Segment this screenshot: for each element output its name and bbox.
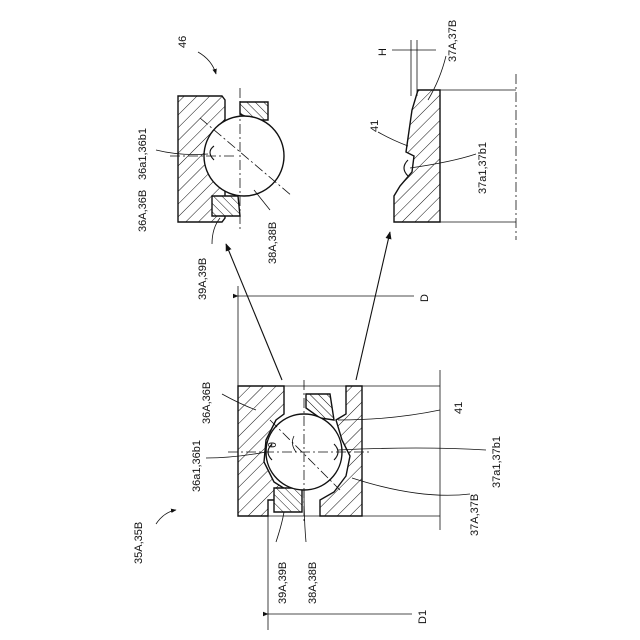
contact-mark-top-right <box>404 160 408 176</box>
leader-38a-top <box>254 190 270 210</box>
inner-ring-section-top <box>394 90 440 222</box>
label-36a-36b-top: 36A,36B <box>137 190 149 232</box>
detail-inner-ring-group <box>392 40 516 240</box>
label-37a1-37b1-top: 37a1,37b1 <box>477 142 489 194</box>
label-41-bottom: 41 <box>453 402 465 414</box>
label-fig-46: 46 <box>177 36 189 48</box>
cage-lower-top-detail <box>212 196 240 216</box>
label-41-top: 41 <box>369 120 381 132</box>
label-37a-37b-bottom: 37A,37B <box>469 494 481 536</box>
leader-41-top <box>378 132 408 146</box>
cage-lower-bottom-assembly <box>274 488 302 512</box>
label-d1: D1 <box>417 610 429 624</box>
label-36a1-36b1-bottom: 36a1,36b1 <box>191 440 203 492</box>
label-38a-38b-top: 38A,38B <box>267 222 279 264</box>
leader-37a-bottom <box>352 478 470 495</box>
label-39a-39b-bottom: 39A,39B <box>277 562 289 604</box>
label-35a-35b: 35A,35B <box>133 522 145 564</box>
leader-35a <box>156 510 176 524</box>
label-h: H <box>377 48 389 56</box>
label-37a-37b-top: 37A,37B <box>447 20 459 62</box>
label-38a-38b-bottom: 38A,38B <box>307 562 319 604</box>
detail-46-group <box>170 88 292 232</box>
label-d: D <box>419 294 431 302</box>
lower-assembly-group <box>228 370 440 530</box>
label-theta: θ <box>267 442 279 448</box>
label-37a1-37b1-bottom: 37a1,37b1 <box>491 436 503 488</box>
label-39a-39b-top: 39A,39B <box>197 258 209 300</box>
label-36a1-36b1-top: 36a1,36b1 <box>137 128 149 180</box>
label-36a-36b-bottom: 36A,36B <box>201 382 213 424</box>
detail-arrow-right <box>356 232 390 380</box>
leader-46 <box>198 52 216 74</box>
leader-39a-bottom <box>276 512 284 542</box>
